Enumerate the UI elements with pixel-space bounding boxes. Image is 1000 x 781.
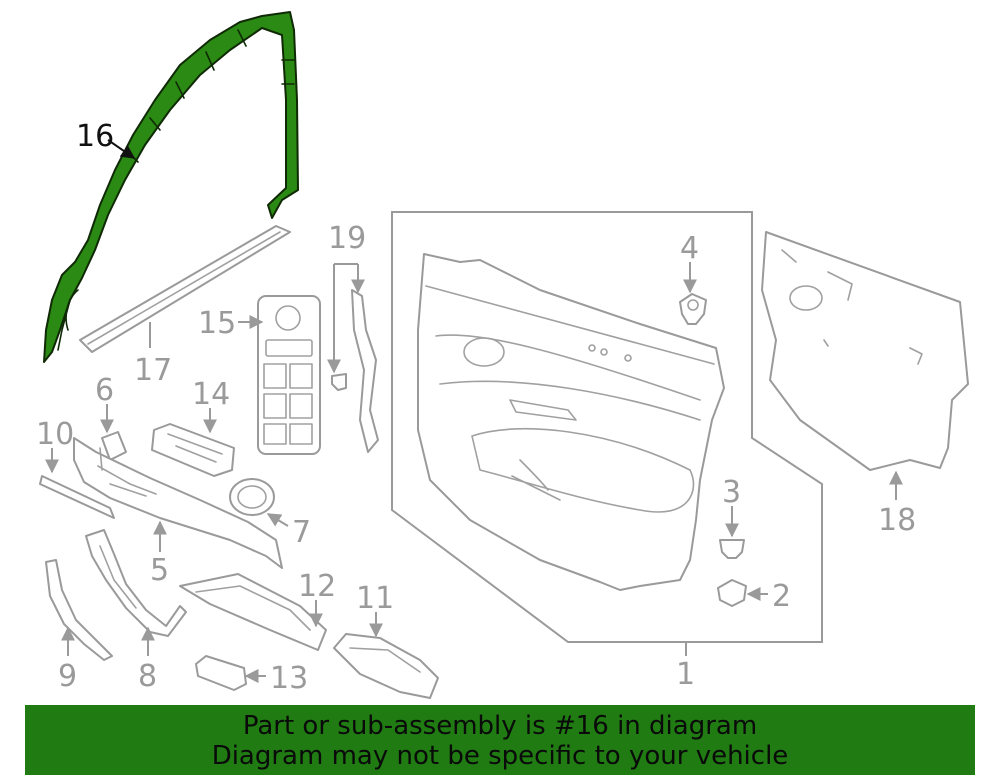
part-5-trim[interactable] [73, 437, 283, 569]
part-14-switch[interactable] [151, 423, 235, 477]
part-11-trim[interactable] [333, 633, 439, 699]
part-8-frame[interactable] [85, 529, 187, 637]
part-10-strip[interactable] [39, 475, 115, 519]
callout-6: 6 [95, 373, 114, 408]
callout-3: 3 [722, 475, 741, 510]
part-2-fastener[interactable] [717, 579, 747, 607]
part-17-strip[interactable] [79, 225, 291, 353]
callout-15: 15 [198, 306, 236, 341]
part-13-clip[interactable] [195, 655, 247, 691]
part-3-fastener[interactable] [719, 539, 745, 559]
callout-9: 9 [58, 659, 77, 694]
part-1-door-panel[interactable] [391, 211, 823, 643]
banner-line-1: Part or sub-assembly is #16 in diagram [242, 711, 758, 741]
callout-4: 4 [680, 231, 699, 266]
callout-13: 13 [270, 661, 308, 696]
callout-19: 19 [328, 221, 366, 256]
part-15-switch-panel[interactable] [257, 295, 321, 455]
info-banner: Part or sub-assembly is #16 in diagram D… [25, 705, 975, 775]
callout-16: 16 [76, 119, 114, 154]
parts-diagram: 16 17 15 19 6 14 10 [36, 11, 969, 699]
part-16-seal[interactable] [43, 11, 299, 363]
callout-12: 12 [298, 569, 336, 604]
callout-11: 11 [356, 581, 394, 616]
banner-line-2: Diagram may not be specific to your vehi… [211, 741, 789, 771]
callout-10: 10 [36, 417, 74, 452]
callout-5: 5 [150, 553, 169, 588]
part-4-clip[interactable] [679, 293, 707, 325]
callout-14: 14 [192, 377, 230, 412]
part-12-pocket[interactable] [179, 573, 327, 651]
callout-18: 18 [878, 503, 916, 538]
part-9-handle[interactable] [45, 559, 113, 661]
part-7-ring[interactable] [229, 478, 275, 516]
part-18-barrier[interactable] [761, 231, 969, 471]
callout-8: 8 [138, 659, 157, 694]
callout-17: 17 [134, 353, 172, 388]
callout-1: 1 [676, 657, 695, 692]
part-6-cap[interactable] [101, 431, 127, 461]
callout-2: 2 [772, 579, 791, 614]
callout-7: 7 [292, 515, 311, 550]
part-19-bracket[interactable] [331, 289, 379, 453]
